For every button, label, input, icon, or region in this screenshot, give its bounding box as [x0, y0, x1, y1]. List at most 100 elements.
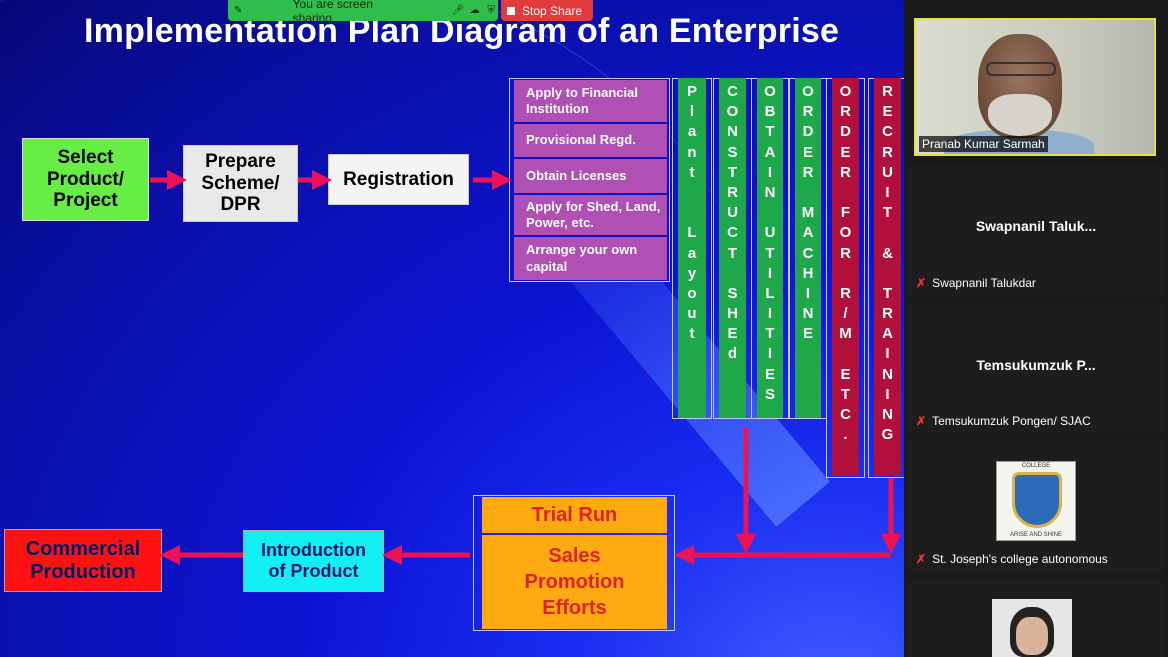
column-letter: t — [689, 163, 695, 181]
column-letter: y — [687, 264, 697, 282]
column-letter: S — [727, 284, 738, 302]
screen-sharing-message: You are screen sharing — [292, 0, 373, 25]
participant-name-row: ✗ St. Joseph's college autonomous — [916, 552, 1108, 566]
column-letter: N — [882, 406, 893, 423]
column-letter: I — [805, 284, 811, 302]
column-letter: O — [839, 224, 852, 242]
speaker-name: Pranab Kumar Sarmah — [919, 136, 1048, 152]
step-prepare-line2: Scheme/ — [201, 172, 280, 194]
column-letter: I — [767, 264, 773, 282]
column-letter: E — [882, 103, 893, 121]
participant-video-thumbnail — [992, 599, 1072, 657]
column-letter: d — [727, 345, 738, 363]
sales-promotion-box: Sales Promotion Efforts — [482, 535, 667, 629]
column-letter: a — [687, 123, 697, 141]
column-letter: / — [843, 305, 848, 323]
column-letter: . — [843, 426, 848, 444]
column-letter: T — [882, 284, 893, 302]
purple-item: Arrange your own capital — [514, 237, 667, 280]
column-letter: N — [882, 365, 893, 383]
purple-item: Apply to Financial Institution — [514, 80, 667, 122]
column-letter: R — [802, 103, 814, 121]
active-speaker-tile[interactable]: Pranab Kumar Sarmah — [908, 0, 1164, 160]
column-letter: E — [840, 143, 851, 161]
trial-sales-group: Trial Run Sales Promotion Efforts — [473, 495, 675, 631]
column-letter: I — [767, 163, 773, 181]
mic-muted-icon: ✗ — [916, 414, 927, 428]
column-letter: P — [686, 83, 697, 100]
column-letter: O — [839, 83, 852, 100]
stop-icon — [507, 6, 515, 15]
participants-panel: Pranab Kumar Sarmah Swapnanil Taluk... ✗… — [904, 0, 1168, 657]
column-letter: C — [727, 224, 738, 242]
column-letter: l — [689, 103, 695, 121]
column-letter: R — [882, 305, 893, 323]
column-letter: C — [802, 244, 814, 262]
column-letter: A — [802, 224, 814, 242]
participant-display-name: Swapnanil Taluk... — [975, 218, 1097, 234]
logo-motto: ARISE AND SHINE — [1009, 532, 1062, 538]
column-letter: R — [840, 103, 851, 121]
stop-share-label: Stop Share — [522, 3, 583, 18]
column-letter: n — [687, 143, 697, 161]
column-letter: E — [802, 143, 813, 161]
column-letter: I — [767, 345, 773, 363]
column-letter: R — [882, 83, 893, 100]
column-letter: M — [801, 204, 815, 222]
column-letter: H — [727, 305, 738, 323]
column-letter: M — [839, 325, 852, 343]
column-letter: R — [727, 183, 738, 201]
column-letter: C — [727, 83, 738, 100]
participant-tile[interactable] — [908, 580, 1164, 657]
sales-line3: Efforts — [542, 597, 607, 619]
step-select-line3: Project — [53, 190, 118, 212]
column-letter: T — [765, 244, 775, 262]
column-letter: B — [764, 103, 776, 121]
column-letter: I — [767, 305, 773, 323]
screen-sharing-bar[interactable]: ✎ You are screen sharing 🎤︎ ☁ ⛨ — [228, 0, 498, 25]
column-letter: U — [727, 204, 738, 222]
column-letter: N — [727, 123, 738, 141]
column-letter: N — [764, 183, 776, 201]
column-letter: H — [802, 264, 814, 282]
participant-display-name: Temsukumzuk P... — [976, 357, 1096, 373]
participant-name: Swapnanil Talukdar — [932, 276, 1036, 290]
speaker-video: Pranab Kumar Sarmah — [914, 18, 1156, 156]
column-letter: T — [765, 123, 775, 141]
mic-muted-icon: ✗ — [916, 276, 927, 290]
participant-name: St. Joseph's college autonomous — [932, 552, 1108, 566]
speaker-beard — [988, 94, 1052, 136]
column-letter: T — [727, 244, 738, 262]
column-letter: O — [802, 83, 814, 100]
column-letter: U — [882, 163, 893, 181]
trial-run-box: Trial Run — [482, 497, 667, 533]
participant-tile[interactable]: Swapnanil Taluk... ✗ Swapnanil Talukdar — [908, 166, 1164, 296]
stop-share-button[interactable]: Stop Share — [501, 0, 593, 21]
column-letter: O — [764, 83, 776, 100]
participant-name: Temsukumzuk Pongen/ SJAC — [932, 414, 1091, 428]
mic-icon[interactable]: 🎤︎ — [451, 5, 465, 16]
speaker-glasses — [986, 62, 1056, 76]
sales-line1: Sales — [548, 545, 601, 567]
college-logo: COLLEGE ARISE AND SHINE — [996, 461, 1076, 541]
column-letter: R — [840, 284, 851, 302]
column-letter: G — [881, 426, 894, 444]
shield-icon[interactable]: ⛨ — [487, 5, 495, 16]
purple-item: Apply for Shed, Land, Power, etc. — [514, 195, 667, 235]
column-letter: o — [687, 284, 697, 302]
step-prepare-scheme: Prepare Scheme/ DPR — [183, 145, 298, 222]
purple-item: Provisional Regd. — [514, 124, 667, 157]
participant-tile[interactable]: COLLEGE ARISE AND SHINE ✗ St. Joseph's c… — [908, 440, 1164, 574]
pin-icon[interactable]: ✎ — [234, 5, 243, 16]
step-select-line2: Product/ — [46, 168, 125, 190]
column-letter: T — [765, 325, 775, 343]
cloud-icon[interactable]: ☁ — [469, 5, 480, 16]
column-letter: I — [885, 345, 890, 363]
logo-shield — [1012, 472, 1062, 528]
participant-tile[interactable]: Temsukumzuk P... ✗ Temsukumzuk Pongen/ S… — [908, 303, 1164, 433]
purple-item: Obtain Licenses — [514, 159, 667, 193]
